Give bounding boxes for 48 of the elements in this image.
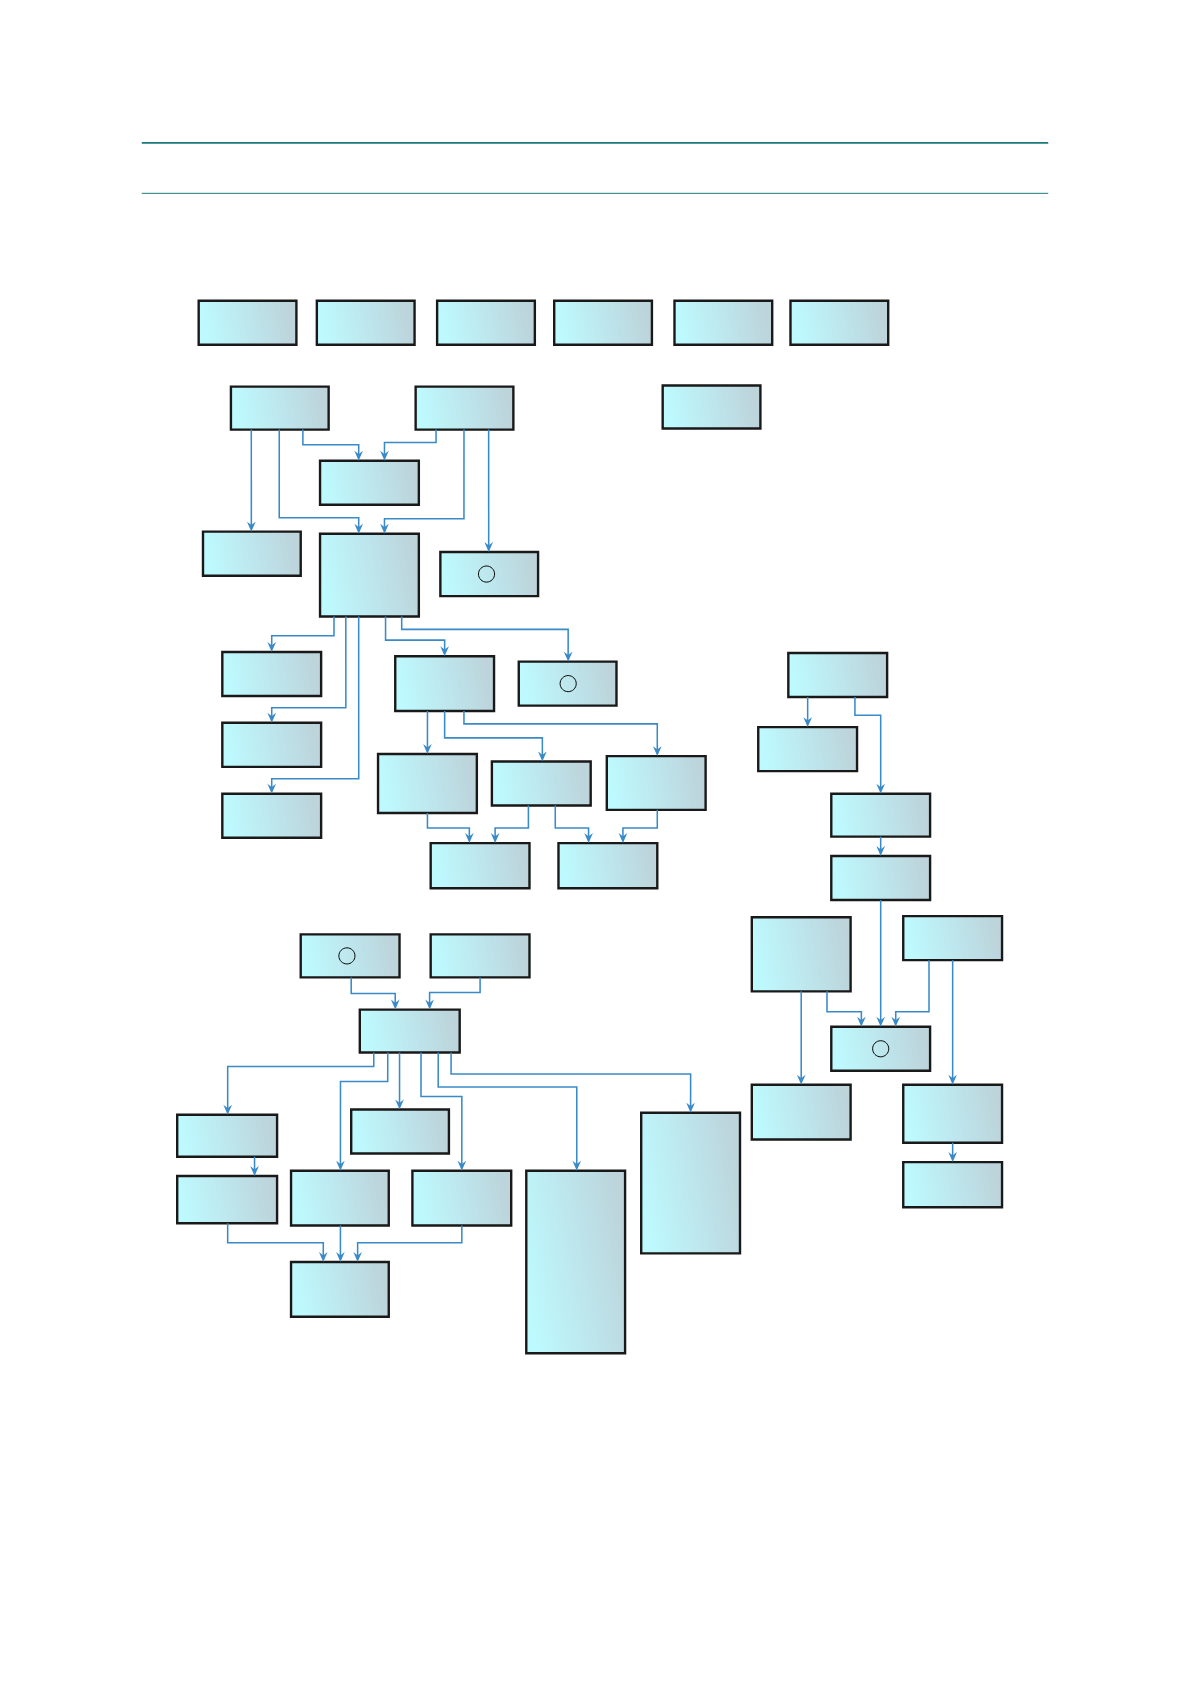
box <box>673 299 774 346</box>
box <box>750 916 852 993</box>
box <box>429 841 531 890</box>
box <box>525 1169 627 1355</box>
box <box>318 459 421 506</box>
box <box>411 1169 513 1227</box>
box <box>176 1174 279 1225</box>
box <box>830 792 932 838</box>
box <box>201 530 302 577</box>
circle <box>559 675 577 693</box>
box <box>435 299 537 346</box>
box <box>640 1111 742 1255</box>
box <box>318 532 421 618</box>
box <box>429 933 531 979</box>
box <box>221 721 323 769</box>
box <box>789 299 890 346</box>
box <box>553 299 654 346</box>
box <box>299 933 401 979</box>
box <box>315 299 416 346</box>
box <box>414 385 515 431</box>
box <box>221 650 323 698</box>
circle <box>477 565 496 583</box>
box <box>517 660 618 707</box>
box <box>902 1083 1004 1144</box>
box <box>376 752 479 815</box>
box <box>439 550 540 598</box>
box <box>661 384 762 430</box>
box <box>787 651 889 699</box>
box <box>289 1260 390 1318</box>
box <box>605 754 707 812</box>
circle <box>872 1040 890 1058</box>
box <box>902 914 1004 962</box>
box <box>197 299 298 346</box>
box <box>830 1025 932 1072</box>
box <box>490 760 592 807</box>
box <box>750 1083 852 1141</box>
box <box>358 1008 461 1054</box>
box <box>350 1108 451 1155</box>
box <box>229 385 330 431</box>
box <box>830 854 932 902</box>
box <box>902 1160 1004 1209</box>
circle <box>338 947 356 965</box>
box <box>394 655 496 713</box>
box <box>221 792 323 839</box>
box <box>176 1113 279 1158</box>
box <box>757 725 859 773</box>
box <box>557 841 659 890</box>
box <box>289 1169 390 1227</box>
